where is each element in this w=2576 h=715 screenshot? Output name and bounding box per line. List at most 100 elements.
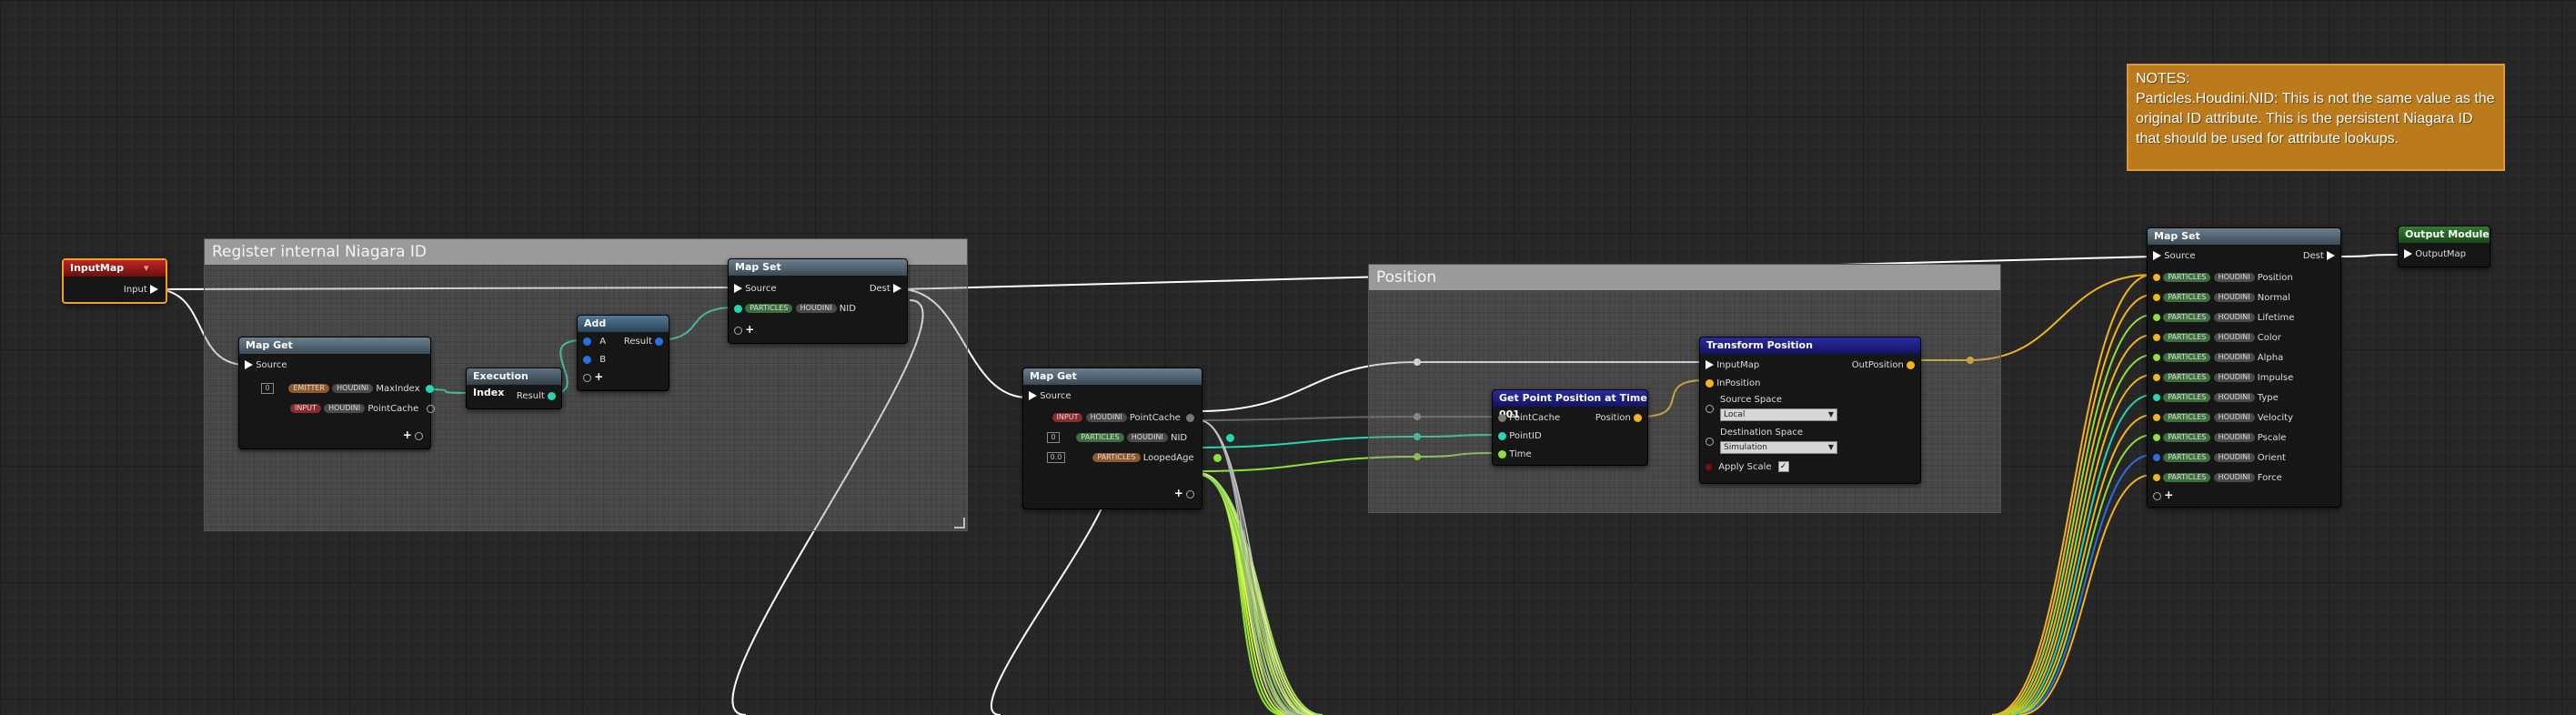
resize-handle-icon[interactable]	[954, 518, 965, 529]
output-pin-maxindex[interactable]: 0 EMITTER HOUDINI MaxIndex	[261, 383, 434, 396]
input-pin-source[interactable]: Source	[1029, 390, 1072, 403]
add-pin[interactable]: +	[734, 323, 754, 336]
output-pin-position[interactable]: Position	[1595, 412, 1642, 425]
input-pin-alpha[interactable]: PARTICLES HOUDINI Alpha	[2153, 352, 2283, 365]
execution-index-node[interactable]: Execution Index Result	[466, 368, 562, 409]
exec-pin-icon[interactable]	[734, 284, 742, 293]
empty-pin-icon[interactable]	[734, 326, 742, 335]
add-node[interactable]: Add A Result B +	[577, 315, 669, 391]
float-pin-icon[interactable]	[734, 304, 742, 313]
output-pin-pointcache[interactable]: INPUT HOUDINI PointCache	[290, 403, 436, 416]
vector-pin-icon[interactable]	[1907, 360, 1915, 369]
attribute-pin-icon[interactable]	[2153, 474, 2160, 481]
source-space-pin[interactable]	[1706, 403, 1714, 416]
exec-pin-icon[interactable]	[1706, 360, 1714, 369]
output-module-node[interactable]: Output Module OutputMap	[2398, 226, 2490, 267]
exec-pin-icon[interactable]	[893, 284, 901, 293]
attribute-pin-icon[interactable]	[2153, 414, 2160, 421]
reroute-node[interactable]	[1414, 358, 1421, 366]
input-pin-orient[interactable]: PARTICLES HOUDINI Orient	[2153, 452, 2286, 465]
empty-pin-icon[interactable]	[583, 373, 591, 382]
object-pin-icon[interactable]	[1498, 413, 1506, 422]
object-pin-icon[interactable]	[427, 404, 436, 413]
input-pin-apply-scale[interactable]: Apply Scale ✓	[1706, 461, 1789, 474]
exec-pin-icon[interactable]	[150, 285, 158, 294]
input-pin-pointcache[interactable]: PointCache	[1498, 412, 1560, 425]
transform-position-node[interactable]: Transform Position InputMap OutPosition …	[1699, 337, 1921, 484]
bool-pin-icon[interactable]	[1213, 453, 1222, 462]
input-pin-source[interactable]: Source	[245, 359, 287, 372]
attribute-pin-icon[interactable]	[2153, 354, 2160, 361]
input-pin-source[interactable]: Source	[2153, 250, 2196, 263]
add-pin[interactable]: +	[403, 428, 423, 441]
output-pin-pointcache[interactable]: INPUT HOUDINI PointCache	[1052, 412, 1194, 425]
default-value-box[interactable]: 0	[261, 383, 274, 394]
attribute-pin-icon[interactable]	[2153, 434, 2160, 441]
exec-pin-icon[interactable]	[2327, 251, 2335, 260]
float-pin-icon[interactable]	[1226, 433, 1235, 442]
attribute-pin-icon[interactable]	[2153, 294, 2160, 301]
apply-scale-checkbox[interactable]: ✓	[1777, 461, 1789, 472]
vector-pin-icon[interactable]	[1706, 378, 1714, 388]
output-pin-nid[interactable]: 0 PARTICLES HOUDINI NID	[1047, 432, 1235, 445]
add-pin-icon[interactable]: +	[402, 428, 412, 441]
input-pin-b[interactable]: B	[583, 354, 606, 367]
get-point-position-node[interactable]: Get Point Position at Time 001 PointCach…	[1492, 389, 1648, 466]
dest-space-dropdown[interactable]: Simulation ▼	[1720, 441, 1837, 454]
dropdown-arrow-icon[interactable]: ▾	[143, 262, 149, 274]
attribute-pin-icon[interactable]	[2153, 274, 2160, 281]
output-pin-result[interactable]: Result	[517, 390, 556, 403]
input-pin-position[interactable]: PARTICLES HOUDINI Position	[2153, 272, 2293, 285]
add-pin-icon[interactable]: +	[594, 370, 604, 383]
exec-pin-icon[interactable]	[245, 360, 253, 369]
output-pin-result[interactable]: Result	[624, 336, 663, 348]
comment-title[interactable]: Position	[1369, 265, 2000, 290]
bool-pin-icon[interactable]	[1498, 449, 1506, 458]
input-pin-a[interactable]: A	[583, 336, 606, 348]
int-pin-icon[interactable]	[583, 355, 591, 364]
attribute-pin-icon[interactable]	[2153, 394, 2160, 401]
map-get-node-2[interactable]: Map Get Source INPUT HOUDINI PointCache …	[1022, 368, 1235, 509]
add-pin[interactable]: +	[583, 370, 603, 383]
enum-pin-icon[interactable]	[1706, 437, 1714, 446]
add-pin-icon[interactable]: +	[1173, 487, 1183, 499]
add-pin[interactable]: +	[1174, 487, 1194, 499]
vector-pin-icon[interactable]	[1634, 413, 1642, 422]
attribute-pin-icon[interactable]	[2153, 314, 2160, 321]
empty-pin-icon[interactable]	[2153, 491, 2161, 500]
input-pin-color[interactable]: PARTICLES HOUDINI Color	[2153, 332, 2281, 345]
attribute-pin-icon[interactable]	[2153, 454, 2160, 461]
input-pin-impulse[interactable]: PARTICLES HOUDINI Impulse	[2153, 372, 2293, 385]
input-pin-time[interactable]: Time	[1498, 448, 1532, 461]
float-pin-icon[interactable]	[1498, 431, 1506, 440]
reroute-node[interactable]	[1967, 357, 1974, 364]
exec-pin-icon[interactable]	[2153, 251, 2161, 260]
bool-pin-icon[interactable]	[1706, 463, 1712, 470]
add-pin-icon[interactable]: +	[745, 323, 755, 336]
input-pin-pscale[interactable]: PARTICLES HOUDINI Pscale	[2153, 432, 2286, 445]
input-pin-type[interactable]: PARTICLES HOUDINI Type	[2153, 392, 2279, 405]
source-space-dropdown[interactable]: Local ▼	[1720, 408, 1837, 421]
reroute-node[interactable]	[1414, 433, 1421, 440]
map-set-node[interactable]: Map Set Source Dest PARTICLES HOUDINI NI…	[728, 258, 908, 344]
add-pin[interactable]: +	[2153, 488, 2173, 501]
output-pin-outposition[interactable]: OutPosition	[1852, 359, 1915, 372]
default-value-box[interactable]: 0.0	[1047, 452, 1065, 463]
exec-pin-icon[interactable]	[1029, 391, 1037, 400]
add-pin-icon[interactable]: +	[2164, 488, 2174, 501]
input-map-node[interactable]: InputMap ▾ Input	[62, 258, 167, 304]
object-pin-icon[interactable]	[1186, 413, 1194, 422]
input-pin-velocity[interactable]: PARTICLES HOUDINI Velocity	[2153, 412, 2293, 425]
input-pin-outputmap[interactable]: OutputMap	[2404, 248, 2466, 261]
input-pin-inposition[interactable]: InPosition	[1706, 378, 1760, 390]
input-pin-lifetime[interactable]: PARTICLES HOUDINI Lifetime	[2153, 312, 2294, 325]
attribute-pin-icon[interactable]	[2153, 374, 2160, 381]
map-set-node-2[interactable]: Map Set Source Dest PARTICLES HOUDINI Po…	[2147, 227, 2341, 508]
int-pin-icon[interactable]	[583, 337, 591, 346]
output-pin-dest[interactable]: Dest	[2303, 250, 2335, 263]
dest-space-pin[interactable]	[1706, 436, 1714, 448]
exec-pin-icon[interactable]	[2404, 249, 2412, 258]
reroute-node[interactable]	[1414, 453, 1421, 460]
input-pin-inputmap[interactable]: InputMap	[1706, 359, 1759, 372]
int-pin-icon[interactable]	[655, 337, 663, 346]
